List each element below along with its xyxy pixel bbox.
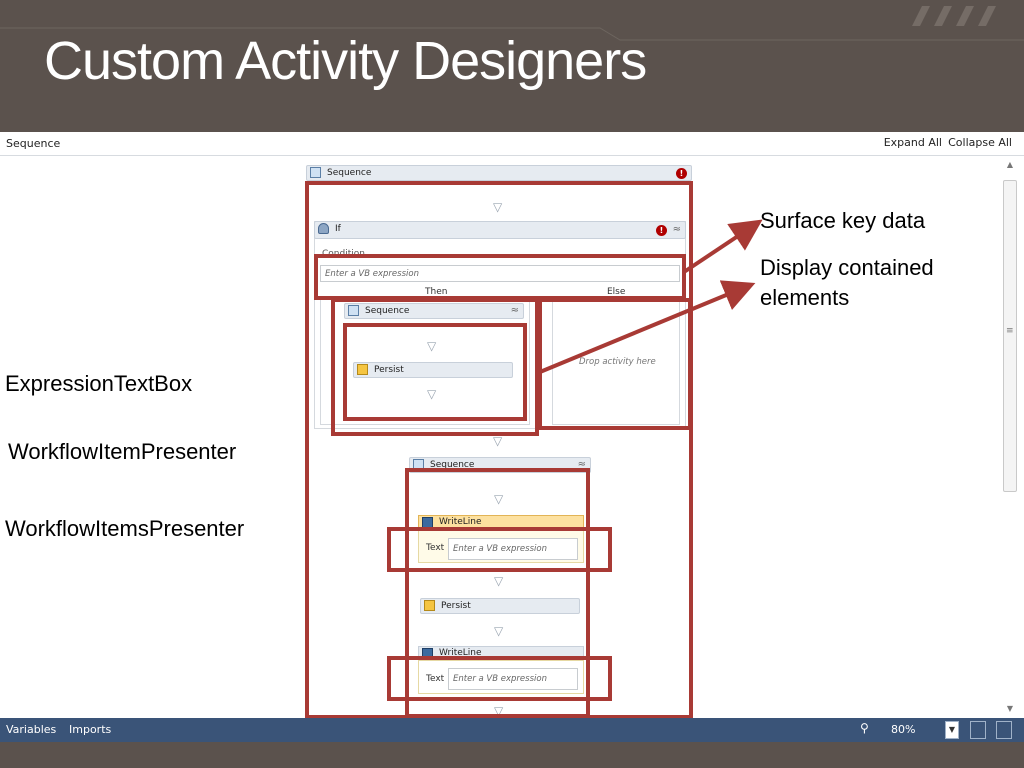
collapse-icon[interactable]: ≈: [510, 305, 519, 316]
grip-icon: ≡: [1006, 326, 1014, 336]
drop-target-icon[interactable]: ▽: [494, 704, 504, 718]
scroll-down-arrow-icon[interactable]: ▼: [1006, 704, 1014, 713]
then-label: Then: [425, 287, 448, 297]
decorative-stripes: [912, 6, 996, 26]
drop-target-icon[interactable]: ▽: [494, 624, 504, 638]
callout-workflow-item-presenter: WorkflowItemPresenter: [8, 439, 237, 464]
overview-icon[interactable]: [996, 721, 1012, 739]
writeline-1-text-input[interactable]: Enter a VB expression: [448, 538, 578, 560]
if-title: If: [335, 224, 341, 234]
zoom-dropdown-icon[interactable]: ▼: [945, 721, 959, 739]
outer-sequence-title: Sequence: [327, 168, 372, 178]
callout-surface-key-data: Surface key data: [760, 208, 926, 233]
persist-icon: [424, 600, 435, 611]
drop-target-icon[interactable]: ▽: [493, 434, 503, 448]
writeline-2-text-input[interactable]: Enter a VB expression: [448, 668, 578, 690]
persist-activity[interactable]: Persist: [353, 362, 513, 378]
vertical-scrollbar[interactable]: ▲ ≡ ▼: [1002, 158, 1018, 718]
collapse-icon[interactable]: ≈: [577, 459, 586, 470]
writeline-2-title: WriteLine: [439, 648, 482, 658]
writeline-1-title: WriteLine: [439, 517, 482, 527]
persist-title: Persist: [374, 365, 404, 375]
decorative-line: [0, 27, 1024, 41]
callout-workflow-items-presenter: WorkflowItemsPresenter: [5, 516, 245, 541]
sequence-icon: [310, 167, 321, 178]
callout-display-contained-elements: elements: [760, 285, 850, 310]
collapse-all-button[interactable]: Collapse All: [948, 136, 1012, 149]
writeline-icon: [422, 517, 433, 528]
drop-target-icon[interactable]: ▽: [493, 200, 503, 214]
drop-target-icon[interactable]: ▽: [494, 492, 504, 506]
variables-tab[interactable]: Variables: [6, 723, 57, 736]
fit-to-screen-icon[interactable]: [970, 721, 986, 739]
then-sequence-header[interactable]: Sequence ≈: [344, 303, 524, 319]
if-icon: [318, 223, 329, 234]
condition-expression-input[interactable]: Enter a VB expression: [320, 265, 680, 282]
else-label: Else: [607, 287, 626, 297]
drop-target-icon[interactable]: ▽: [494, 574, 504, 588]
drop-target-icon[interactable]: ▽: [427, 387, 437, 401]
else-drop-hint: Drop activity here: [579, 357, 656, 367]
text-label: Text: [426, 543, 445, 553]
writeline-1-header[interactable]: WriteLine: [418, 515, 584, 529]
inner-sequence-title: Sequence: [430, 460, 475, 470]
breadcrumb[interactable]: Sequence: [6, 137, 61, 150]
outer-sequence-header[interactable]: Sequence !: [306, 165, 692, 181]
persist-icon: [357, 364, 368, 375]
collapse-icon[interactable]: ≈: [672, 224, 681, 235]
drop-target-icon[interactable]: ▽: [427, 339, 437, 353]
search-icon[interactable]: ⚲: [860, 721, 869, 735]
scroll-up-arrow-icon[interactable]: ▲: [1006, 160, 1014, 169]
sequence-icon: [348, 305, 359, 316]
if-activity-header[interactable]: If ! ≈: [314, 221, 686, 239]
sequence-icon: [413, 459, 424, 470]
slide-title: Custom Activity Designers: [44, 31, 647, 91]
breadcrumb-bar: Sequence Expand All Collapse All: [0, 132, 1024, 156]
persist-2-title: Persist: [441, 601, 471, 611]
status-bar: Variables Imports ⚲ 80% ▼: [0, 718, 1024, 742]
writeline-icon: [422, 648, 433, 659]
callout-display-contained: Display contained: [760, 255, 934, 280]
persist-activity-2[interactable]: Persist: [420, 598, 580, 614]
imports-tab[interactable]: Imports: [69, 723, 112, 736]
designer-canvas[interactable]: Sequence ! ▽ If ! ≈ Condition Enter a VB…: [0, 157, 1001, 718]
scroll-thumb[interactable]: ≡: [1003, 180, 1017, 492]
expand-all-button[interactable]: Expand All: [883, 136, 942, 149]
inner-sequence-header[interactable]: Sequence ≈: [409, 457, 591, 473]
zoom-level: 80%: [891, 723, 916, 736]
error-icon: !: [656, 225, 667, 236]
callout-expression-textbox: ExpressionTextBox: [5, 371, 193, 396]
writeline-2-header[interactable]: WriteLine: [418, 646, 584, 660]
then-sequence-title: Sequence: [365, 306, 410, 316]
error-icon: !: [676, 168, 687, 179]
slide-footer: [0, 742, 1024, 768]
condition-label: Condition: [322, 249, 365, 259]
text-label: Text: [426, 674, 445, 684]
